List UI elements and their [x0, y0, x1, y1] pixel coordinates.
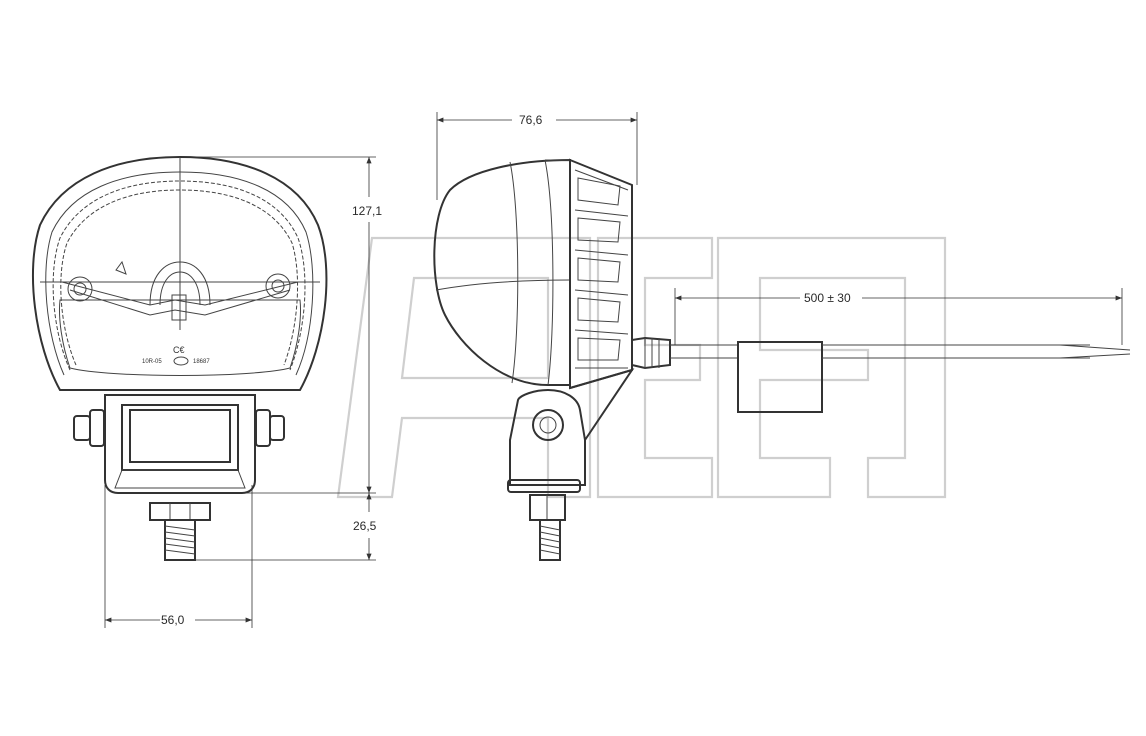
side-bracket: [507, 388, 586, 561]
approval-mark: 10R-05: [142, 359, 162, 365]
dimension-height-bolt: 26,5: [185, 493, 377, 561]
watermark-logo: [336, 236, 947, 499]
dim-label-width-front: 56,0: [161, 613, 185, 627]
dimension-depth-side: 76,6: [436, 112, 638, 200]
dim-label-cable-length: 500 ± 30: [804, 291, 851, 305]
dim-label-height-total: 127,1: [352, 204, 382, 218]
dim-label-height-bolt: 26,5: [353, 519, 377, 533]
front-bracket: [73, 394, 285, 561]
dim-label-depth-side: 76,6: [519, 113, 543, 127]
ce-mark: C€: [173, 345, 185, 355]
side-view: [433, 158, 671, 441]
dimension-cable-length: 500 ± 30: [674, 288, 1123, 345]
front-view: 10R-05 18687 C€: [32, 155, 328, 391]
cable: [670, 341, 1131, 413]
dimension-width-front: 56,0: [104, 485, 253, 628]
certificate-number: 18687: [193, 359, 210, 365]
side-housing: [433, 158, 571, 386]
dimension-height-total: 127,1: [180, 156, 382, 494]
